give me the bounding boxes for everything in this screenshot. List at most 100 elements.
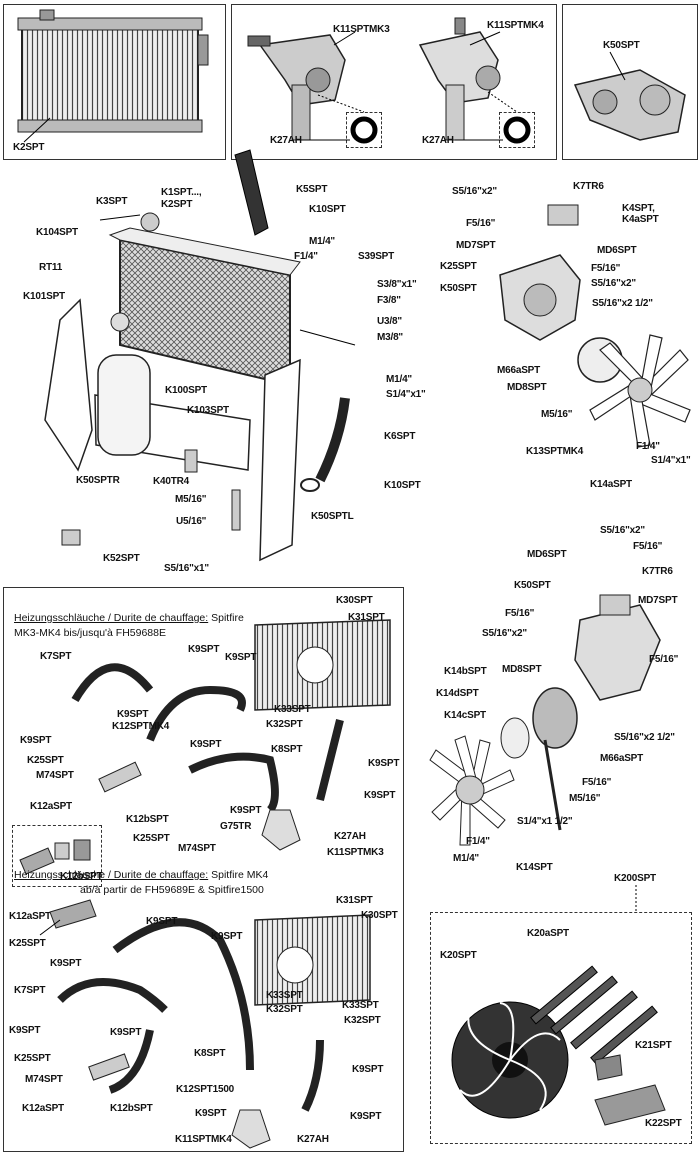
part-label: K14cSPT	[444, 710, 486, 721]
part-label: K9SPT	[9, 1025, 41, 1036]
part-label: K14bSPT	[444, 666, 487, 677]
part-label: K27AH	[334, 831, 366, 842]
part-label: S1/4"x1"	[651, 455, 691, 466]
part-label: M1/4"	[453, 853, 479, 864]
part-label: K50SPT	[440, 283, 477, 294]
thermostat-mk3-drawing	[247, 31, 378, 144]
part-label: M1/4"	[309, 236, 335, 247]
part-label: K9SPT	[352, 1064, 384, 1075]
part-label: MD8SPT	[507, 382, 547, 393]
part-label: K9SPT	[364, 790, 396, 801]
part-label: K7TR6	[573, 181, 604, 192]
heater-mk3-drawing	[71, 619, 391, 851]
part-label: K20SPT	[440, 950, 477, 961]
thermostat-mk4-drawing	[418, 17, 531, 144]
part-label: K104SPT	[36, 227, 78, 238]
heater-mk4-title-tail: Spitfire MK4	[208, 869, 269, 881]
radiator-photo	[17, 9, 209, 143]
part-label: S1/4"x1 1/2"	[517, 816, 573, 827]
part-label: K20aSPT	[527, 928, 569, 939]
part-label: K11SPTMK4	[175, 1134, 232, 1145]
housing-panel	[562, 4, 698, 160]
part-label: S5/16"x1"	[164, 563, 209, 574]
part-label: K7TR6	[642, 566, 673, 577]
thermostat-oring-box-2	[499, 112, 535, 148]
part-label: K9SPT	[195, 1108, 227, 1119]
part-label: MD8SPT	[502, 664, 542, 675]
part-label: K12SPTMK4	[112, 721, 170, 732]
fan-kit-panel	[430, 912, 692, 1144]
part-label: K9SPT	[188, 644, 220, 655]
part-label: F5/16"	[582, 777, 612, 788]
part-label: K33SPT	[342, 1000, 379, 1011]
part-label: K9SPT	[225, 652, 257, 663]
heater-mk4-subtitle: ab/à partir de FH59689E & Spitfire1500	[80, 884, 264, 896]
heater-mk4-title-underlined: Heizungsschläuche / Durite de chauffage:	[14, 869, 209, 881]
part-label: K25SPT	[133, 833, 170, 844]
part-label: K8SPT	[271, 744, 303, 755]
part-label: RT11	[39, 262, 63, 273]
radiator-assembly-drawing	[44, 149, 356, 562]
part-label: F5/16"	[649, 654, 679, 665]
water-pump-bottom-drawing	[429, 594, 661, 846]
part-label: F5/16"	[633, 541, 663, 552]
part-label: K9SPT	[190, 739, 222, 750]
housing-drawing	[573, 51, 686, 141]
part-label: M66aSPT	[600, 753, 644, 764]
part-label: U5/16"	[176, 516, 207, 527]
part-label: K9SPT	[20, 735, 52, 746]
fan-kit-drawing	[451, 885, 666, 1126]
part-label: K30SPT	[336, 595, 373, 606]
part-label: K12SPT1500	[176, 1084, 235, 1095]
part-label: M5/16"	[175, 494, 207, 505]
part-label: K10SPT	[309, 204, 346, 215]
part-label: K5SPT	[296, 184, 328, 195]
part-label: K12aSPT	[22, 1103, 64, 1114]
heater-mk3-title-tail: Spitfire	[208, 612, 244, 624]
part-label: K25SPT	[27, 755, 64, 766]
part-label: F1/4"	[294, 251, 318, 262]
radiator-panel	[3, 4, 226, 160]
part-label: F5/16"	[505, 608, 535, 619]
part-label: MD6SPT	[527, 549, 567, 560]
part-label: K9SPT	[117, 709, 149, 720]
part-label: S5/16"x2"	[591, 278, 636, 289]
part-label: S3/8"x1"	[377, 279, 417, 290]
part-label: K40TR4	[153, 476, 190, 487]
part-label: K1SPT...,	[161, 187, 202, 198]
part-label: S39SPT	[358, 251, 395, 262]
part-label: M1/4"	[386, 374, 412, 385]
part-label: K12bSPT	[126, 814, 169, 825]
part-label: K32SPT	[344, 1015, 381, 1026]
part-label: MD7SPT	[638, 595, 678, 606]
heater-mk3-subtitle: MK3-MK4 bis/jusqu'à FH59688E	[14, 627, 166, 639]
part-label: M66aSPT	[497, 365, 541, 376]
part-label: K50SPTR	[76, 475, 120, 486]
water-pump-top-drawing	[499, 204, 691, 448]
part-label: K7SPT	[40, 651, 72, 662]
part-label: S5/16"x2"	[600, 525, 645, 536]
part-label: K25SPT	[9, 938, 46, 949]
part-label: K25SPT	[440, 261, 477, 272]
part-label: K9SPT	[110, 1027, 142, 1038]
part-label: M5/16"	[569, 793, 601, 804]
part-label: K11SPTMK3	[333, 24, 390, 35]
part-label: K13SPTMK4	[526, 446, 584, 457]
part-label: K32SPT	[266, 719, 303, 730]
part-label: K101SPT	[23, 291, 65, 302]
heater-hoses-panel	[3, 587, 404, 1152]
heater-mk4-title: Heizungsschläuche / Durite de chauffage:…	[14, 869, 268, 882]
fitting-inset-box	[12, 825, 102, 887]
part-label: K8SPT	[194, 1048, 226, 1059]
part-label: K12bSPT	[60, 871, 103, 882]
part-label: K9SPT	[230, 805, 262, 816]
part-label: K9SPT	[146, 916, 178, 927]
part-label: K14SPT	[516, 862, 553, 873]
part-label: K50SPT	[514, 580, 551, 591]
part-label: MD6SPT	[597, 245, 637, 256]
part-label: K4aSPT	[622, 214, 659, 225]
part-label: K103SPT	[187, 405, 229, 416]
part-label: K12aSPT	[9, 911, 51, 922]
